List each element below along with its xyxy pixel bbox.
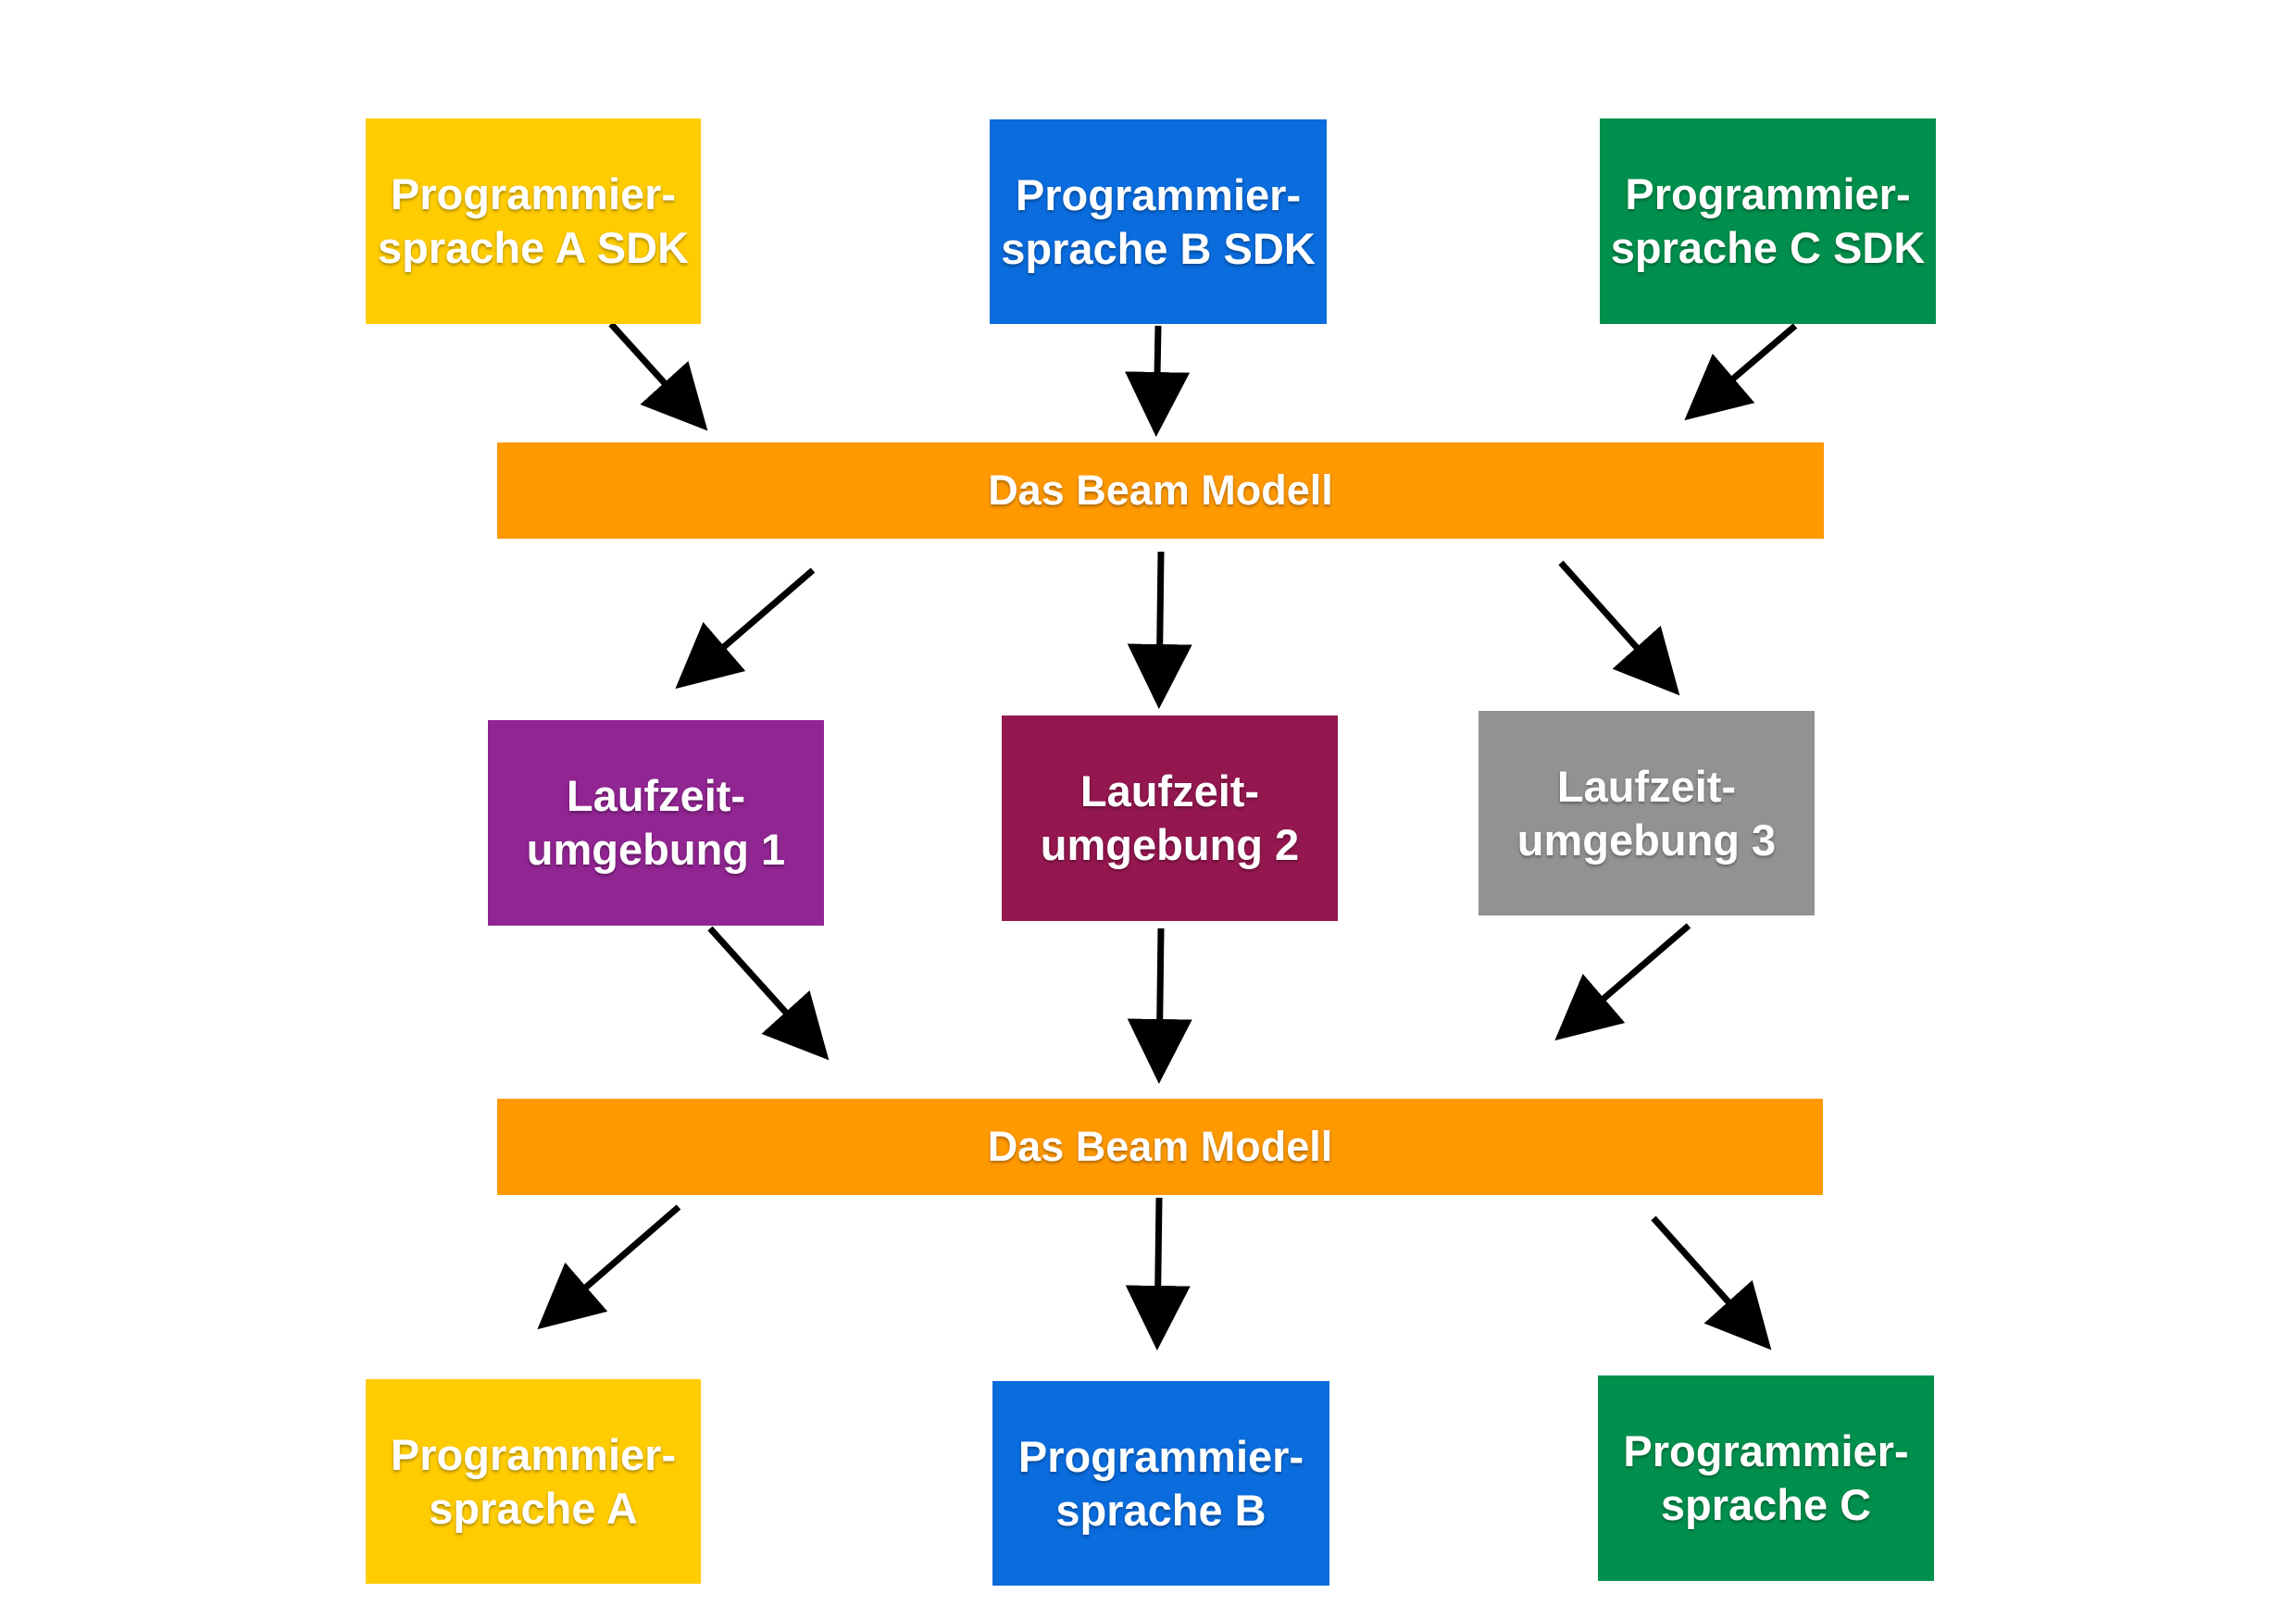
sdk-c-line1: Programmier- <box>1625 169 1911 218</box>
beam-model-bottom-label: Das Beam Modell <box>987 1123 1333 1170</box>
arrow-runtime-2-to-model <box>1127 927 1192 1084</box>
runtime-1-box: Laufzeit- umgebung 1 <box>488 720 824 926</box>
language-b-line1: Programmier- <box>1017 1431 1304 1481</box>
language-b-line2: sprache B <box>1055 1485 1267 1535</box>
arrow-model-to-language-a <box>537 1204 681 1330</box>
language-c-line2: sprache C <box>1660 1480 1872 1529</box>
runtime-2-box: Laufzeit- umgebung 2 <box>1002 716 1338 921</box>
arrow-runtime-1-to-model <box>707 926 830 1061</box>
beam-model-top-label: Das Beam Modell <box>988 467 1333 514</box>
language-c-box: Programmier- sprache C <box>1598 1375 1934 1581</box>
arrow-runtime-3-to-model <box>1554 923 1691 1041</box>
sdk-b-box: Programmier- sprache B SDK <box>990 119 1327 324</box>
arrow-sdk-b-to-model <box>1125 325 1191 437</box>
runtime-2-line2: umgebung 2 <box>1040 820 1300 869</box>
sdk-b-line1: Programmier- <box>1015 169 1302 219</box>
sdk-a-line1: Programmier- <box>390 169 677 218</box>
runtime-1-line2: umgebung 1 <box>526 825 786 874</box>
arrow-model-to-language-b <box>1125 1197 1191 1350</box>
arrow-model-to-runtime-1 <box>675 567 816 690</box>
language-a-box: Programmier- sprache A <box>366 1379 701 1584</box>
arrow-model-to-runtime-3 <box>1558 560 1680 696</box>
sdk-b-line2: sprache B SDK <box>1001 223 1316 273</box>
beam-model-bottom-bar: Das Beam Modell <box>497 1099 1823 1195</box>
runtime-2-line1: Laufzeit- <box>1079 766 1260 815</box>
sdk-a-box: Programmier- sprache A SDK <box>366 118 701 324</box>
arrow-model-to-language-c <box>1651 1215 1772 1350</box>
language-a-line1: Programmier- <box>390 1429 677 1479</box>
sdk-c-line2: sprache C SDK <box>1610 223 1926 272</box>
runtime-3-box: Laufzeit- umgebung 3 <box>1479 711 1815 915</box>
arrow-model-to-runtime-2 <box>1127 551 1192 709</box>
sdk-c-box: Programmier- sprache C SDK <box>1600 118 1936 324</box>
language-b-box: Programmier- sprache B <box>992 1381 1329 1586</box>
language-a-line2: sprache A <box>429 1483 638 1533</box>
runtime-3-line2: umgebung 3 <box>1516 815 1777 865</box>
beam-model-top-bar: Das Beam Modell <box>497 442 1824 539</box>
arrow-sdk-c-to-model <box>1684 323 1798 421</box>
language-c-line1: Programmier- <box>1623 1426 1909 1475</box>
runtime-1-line1: Laufzeit- <box>566 771 746 820</box>
sdk-a-line2: sprache A SDK <box>377 223 690 272</box>
arrow-sdk-a-to-model <box>608 321 708 431</box>
runtime-3-line1: Laufzeit- <box>1556 761 1737 811</box>
